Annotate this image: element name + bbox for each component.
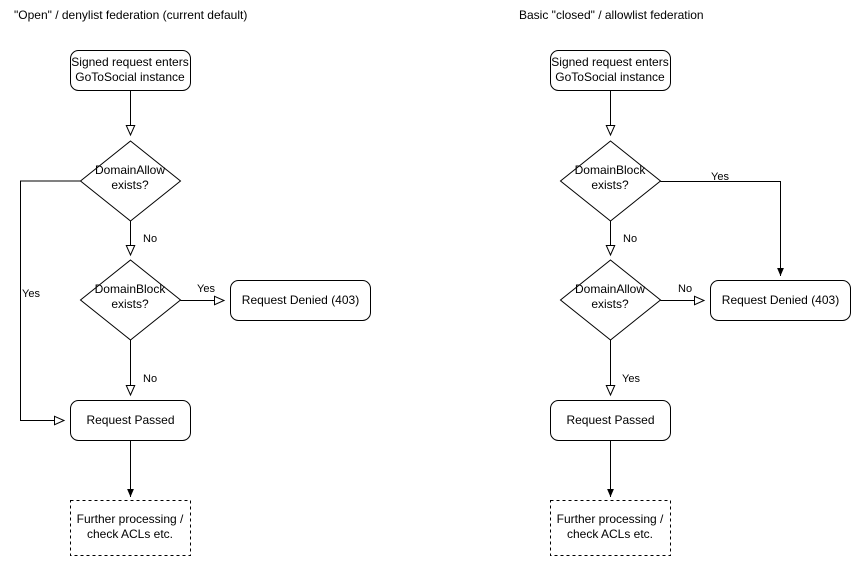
node-further-processing-right	[550, 500, 671, 556]
diagram-open-denylist	[20, 50, 371, 556]
diagram-title-closed-allowlist: Basic "closed" / allowlist federation	[519, 8, 704, 22]
node-request-denied-left	[230, 280, 371, 321]
diagram-title-open-denylist: "Open" / denylist federation (current de…	[14, 8, 248, 22]
node-request-passed-right	[550, 400, 671, 441]
node-decision-domainallow-left	[79, 140, 182, 222]
node-request-denied-right	[710, 280, 851, 321]
node-further-processing-left	[70, 500, 191, 556]
edge-domainallow-yes-left	[20, 180, 81, 426]
node-request-passed-left	[70, 400, 191, 441]
edge-domainblock-yes-right	[660, 181, 784, 276]
node-decision-domainallow-right	[559, 259, 662, 341]
node-decision-domainblock-left	[79, 259, 182, 341]
node-decision-domainblock-right	[559, 140, 662, 222]
node-entry-right	[550, 50, 671, 91]
node-entry-left	[70, 50, 191, 91]
diagram-closed-allowlist	[550, 50, 851, 556]
